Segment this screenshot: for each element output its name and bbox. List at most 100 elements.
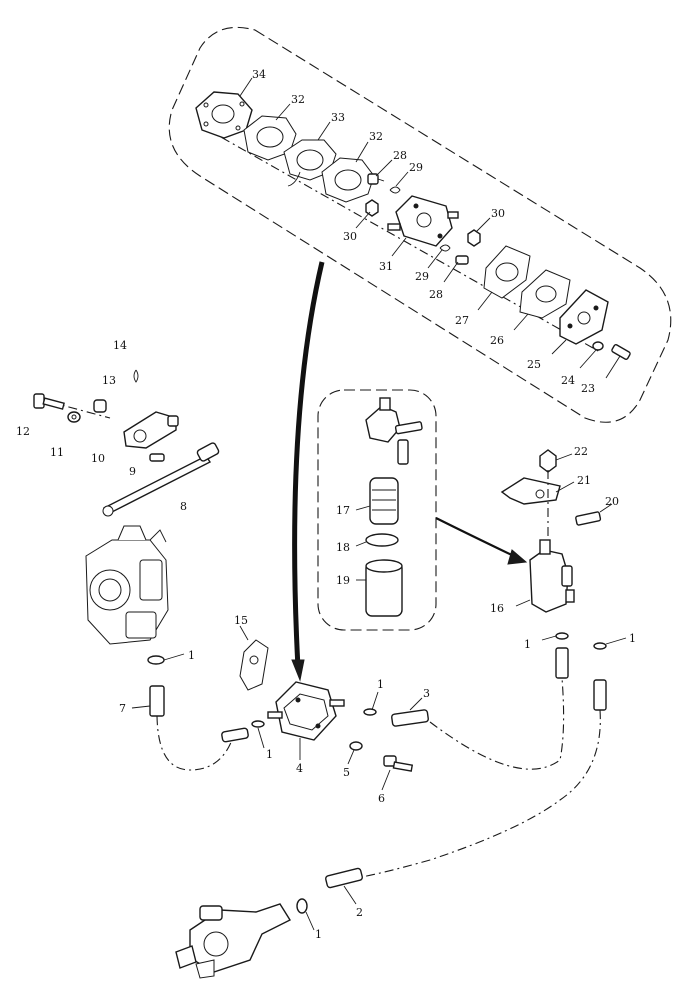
hose-2 bbox=[325, 867, 363, 889]
hose-3 bbox=[391, 709, 429, 727]
pump-kit-enclosure bbox=[168, 26, 672, 423]
filter-cap-assembly bbox=[365, 397, 423, 465]
callout-21: 21 bbox=[577, 474, 591, 487]
callout-6: 6 bbox=[378, 792, 385, 805]
callout-29: 29 bbox=[415, 270, 429, 283]
cover-25 bbox=[559, 289, 609, 345]
clip-1d bbox=[251, 720, 265, 728]
screw-23 bbox=[611, 344, 631, 360]
callout-27: 27 bbox=[455, 314, 469, 327]
callout-1: 1 bbox=[188, 649, 195, 662]
callout-31: 31 bbox=[379, 260, 393, 273]
callout-1: 1 bbox=[315, 928, 322, 941]
callout-4: 4 bbox=[296, 762, 303, 775]
washer-5 bbox=[349, 741, 363, 751]
callout-labels: 34 32 33 32 28 29 30 30 31 29 28 27 26 2… bbox=[16, 68, 636, 941]
callout-5: 5 bbox=[343, 766, 350, 779]
callout-12: 12 bbox=[16, 425, 30, 438]
callout-2: 2 bbox=[356, 906, 363, 919]
arrow-filter-kit-to-filter bbox=[435, 517, 519, 559]
callout-23: 23 bbox=[581, 382, 595, 395]
fuel-line-route-left bbox=[156, 715, 233, 771]
callout-1: 1 bbox=[266, 748, 273, 761]
callout-13: 13 bbox=[102, 374, 116, 387]
callout-10: 10 bbox=[91, 452, 105, 465]
washer-11 bbox=[67, 411, 81, 423]
callout-34: 34 bbox=[252, 68, 266, 81]
fuel-pump-4 bbox=[267, 681, 345, 741]
callout-25: 25 bbox=[527, 358, 541, 371]
callout-17: 17 bbox=[336, 504, 350, 517]
collar-13 bbox=[93, 399, 107, 413]
clip-1a bbox=[555, 632, 569, 640]
callout-20: 20 bbox=[605, 495, 619, 508]
callout-8: 8 bbox=[180, 500, 187, 513]
clip-29b bbox=[439, 244, 451, 252]
arrow-pump-kit-to-pump bbox=[292, 261, 325, 669]
callout-15: 15 bbox=[234, 614, 248, 627]
diaphragm-33 bbox=[283, 139, 337, 187]
lever-10 bbox=[123, 411, 179, 449]
hose-short-left bbox=[221, 727, 249, 743]
pump-body-31 bbox=[387, 195, 459, 247]
filter-element-17 bbox=[369, 477, 399, 525]
callout-32: 32 bbox=[291, 93, 305, 106]
carburetor bbox=[85, 525, 169, 645]
callout-33: 33 bbox=[331, 111, 345, 124]
fuel-connector bbox=[175, 903, 292, 979]
linkage-axis bbox=[49, 401, 111, 419]
callout-30: 30 bbox=[343, 230, 357, 243]
hose-7 bbox=[149, 685, 165, 717]
clip-1b bbox=[593, 642, 607, 650]
hose-right-a bbox=[555, 647, 569, 679]
fuel-line-route-lower bbox=[355, 709, 601, 879]
bracket-21 bbox=[500, 477, 561, 505]
callout-24: 24 bbox=[561, 374, 575, 387]
bolt-6 bbox=[383, 755, 414, 772]
washer-24 bbox=[592, 341, 604, 351]
fuel-line-route-right bbox=[429, 677, 565, 770]
filter-kit-enclosure bbox=[317, 389, 437, 631]
callout-22: 22 bbox=[574, 445, 588, 458]
clip-29a bbox=[389, 186, 401, 194]
callout-19: 19 bbox=[336, 574, 350, 587]
callout-16: 16 bbox=[490, 602, 504, 615]
screw-28a bbox=[367, 173, 385, 185]
callout-1: 1 bbox=[524, 638, 531, 651]
nut-22 bbox=[539, 449, 557, 473]
link-rod-8 bbox=[102, 442, 220, 517]
screw-28b bbox=[455, 255, 469, 265]
callout-28: 28 bbox=[393, 149, 407, 162]
gasket-15 bbox=[239, 639, 269, 691]
clip-1c bbox=[363, 708, 377, 716]
clip-1f bbox=[296, 898, 308, 914]
callout-32: 32 bbox=[369, 130, 383, 143]
gasket-32b bbox=[321, 157, 375, 203]
callout-9: 9 bbox=[129, 465, 136, 478]
callout-29: 29 bbox=[409, 161, 423, 174]
callout-1: 1 bbox=[377, 678, 384, 691]
callout-11: 11 bbox=[50, 446, 64, 459]
hose-right-b bbox=[593, 679, 607, 711]
callout-1: 1 bbox=[629, 632, 636, 645]
screw-20 bbox=[575, 511, 602, 526]
gasket-32a bbox=[243, 115, 297, 161]
bolt-12 bbox=[33, 393, 65, 410]
callout-30: 30 bbox=[491, 207, 505, 220]
callout-28: 28 bbox=[429, 288, 443, 301]
nut-30a bbox=[365, 199, 379, 217]
filter-bowl-19 bbox=[365, 559, 403, 617]
callout-7: 7 bbox=[119, 702, 126, 715]
nut-30b bbox=[467, 229, 481, 247]
o-ring-18 bbox=[365, 533, 399, 547]
cover-27 bbox=[483, 245, 531, 299]
screw-9 bbox=[149, 453, 165, 462]
callout-26: 26 bbox=[490, 334, 504, 347]
arrow-pump-kit-head bbox=[291, 659, 305, 682]
clip-1e bbox=[147, 655, 165, 665]
gasket-34 bbox=[195, 91, 253, 139]
callout-3: 3 bbox=[423, 687, 430, 700]
callout-14: 14 bbox=[113, 339, 127, 352]
pin-14 bbox=[133, 369, 139, 383]
